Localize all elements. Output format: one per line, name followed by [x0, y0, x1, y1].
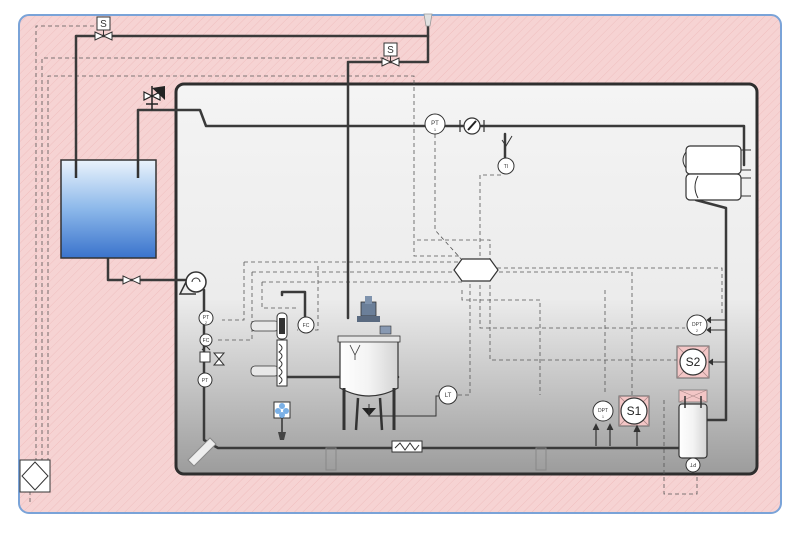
filter-housing: [678, 389, 708, 459]
pressure-transmitter-bottom[interactable]: PT: [685, 457, 701, 473]
dpt-2-label: DPT: [692, 322, 702, 328]
flow-meter-blue[interactable]: [273, 401, 291, 419]
dpt-1-label: DPT: [598, 408, 608, 414]
coil-heater: [250, 339, 288, 387]
s2-label: S2: [686, 355, 701, 369]
flow-meter-top[interactable]: [459, 117, 485, 135]
pt-bottom-label: PT: [690, 461, 696, 467]
process-piping: [74, 20, 746, 450]
storage-tank: [60, 159, 157, 259]
junction-box[interactable]: [19, 459, 51, 493]
vent-icon: [423, 13, 433, 27]
s1-label: S1: [627, 404, 642, 418]
skid-support-1: [325, 447, 337, 471]
pressure-relief-valve[interactable]: [143, 86, 165, 110]
level-transmitter[interactable]: LT: [438, 385, 458, 405]
sensor-s1[interactable]: S1: [618, 395, 650, 446]
differential-pressure-transmitter-2[interactable]: DPT 2: [686, 314, 726, 336]
skid-support-3: [187, 437, 217, 467]
solenoid-1-label: S: [100, 19, 107, 30]
pt-left-1-sub: 2: [205, 321, 207, 325]
pt-left-1-label: PT: [203, 315, 209, 321]
skid-support-2: [535, 447, 547, 471]
controller-hexagon[interactable]: [453, 258, 499, 282]
temperature-indicator[interactable]: TI: [497, 135, 515, 175]
fc-mid-label: FC: [303, 323, 310, 329]
solenoid-valve-2[interactable]: S: [381, 42, 400, 67]
flow-controller-mid[interactable]: FC: [297, 316, 315, 334]
lt-label: LT: [445, 393, 452, 399]
flow-controller-left[interactable]: FC: [199, 333, 213, 347]
pump[interactable]: [178, 271, 207, 295]
dpt-1-sub: 1: [602, 415, 604, 419]
sensor-s2[interactable]: S2: [676, 345, 726, 379]
heat-exchanger-cylinders: [682, 145, 751, 201]
dpt-2-sub: 2: [696, 329, 698, 333]
solenoid-2-label: S: [387, 45, 394, 56]
cartridge-filter: [250, 312, 288, 340]
pt-top-sub: 1: [434, 127, 437, 132]
control-valve-left[interactable]: [199, 345, 226, 366]
pt-top-label: PT: [431, 121, 439, 127]
fc-left-label: FC: [203, 338, 210, 344]
signal-lines: [29, 25, 723, 505]
pressure-transmitter-2[interactable]: PT 2: [198, 310, 214, 326]
hand-valve-tank-outlet[interactable]: [122, 275, 141, 285]
differential-pressure-transmitter-1[interactable]: DPT 1: [592, 400, 614, 446]
pressure-transmitter-3[interactable]: PT: [197, 372, 213, 388]
pt-left-2-label: PT: [202, 378, 208, 384]
drain-valve[interactable]: [278, 432, 286, 440]
ti-label: TI: [504, 164, 508, 170]
solenoid-valve-1[interactable]: S: [94, 16, 113, 41]
pressure-transmitter-1[interactable]: PT 1: [424, 113, 446, 135]
